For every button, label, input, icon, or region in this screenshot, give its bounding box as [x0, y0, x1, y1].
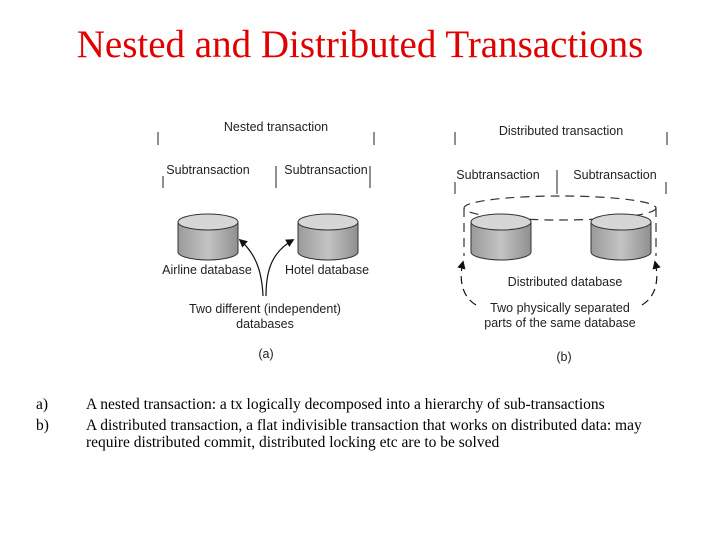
- nested-transaction-diagram: Nested transaction Subtransaction Subtra…: [157, 120, 375, 361]
- dashed-arrow-left: [457, 260, 477, 306]
- distributed-note-line2: parts of the same database: [484, 316, 636, 330]
- transactions-diagram: Nested transaction Subtransaction Subtra…: [157, 120, 668, 364]
- list-item: a) A nested transaction: a tx logically …: [36, 396, 686, 413]
- distributed-database-label: Distributed database: [508, 275, 623, 289]
- nested-transaction-heading: Nested transaction: [224, 120, 328, 134]
- explanation-list: a) A nested transaction: a tx logically …: [36, 396, 686, 451]
- distributed-subtransaction-right: Subtransaction: [573, 168, 656, 182]
- list-item: b) A distributed transaction, a flat ind…: [36, 417, 686, 451]
- airline-database-icon: [177, 213, 239, 261]
- distributed-subtransaction-left: Subtransaction: [456, 168, 539, 182]
- arrow-to-hotel-db: [265, 239, 295, 297]
- nested-caption: (a): [258, 347, 273, 361]
- slide-title: Nested and Distributed Transactions: [76, 23, 644, 66]
- database-part-left-icon: [470, 213, 532, 261]
- airline-database-label: Airline database: [162, 263, 252, 277]
- distributed-note-line1: Two physically separated: [490, 301, 630, 315]
- list-marker: b): [36, 417, 49, 434]
- hotel-database-label: Hotel database: [285, 263, 369, 277]
- list-item-text: A nested transaction: a tx logically dec…: [86, 396, 605, 413]
- dashed-arrow-right: [641, 260, 661, 306]
- distributed-database-outline: [463, 195, 657, 256]
- nested-subtransaction-left: Subtransaction: [166, 163, 249, 177]
- distributed-transaction-diagram: Distributed transaction Subtransaction S…: [454, 124, 668, 364]
- nested-note-line1: Two different (independent): [189, 302, 341, 316]
- database-part-right-icon: [590, 213, 652, 261]
- distributed-transaction-heading: Distributed transaction: [499, 124, 623, 138]
- nested-subtransaction-right: Subtransaction: [284, 163, 367, 177]
- list-item-text: A distributed transaction, a flat indivi…: [86, 417, 642, 451]
- distributed-caption: (b): [556, 350, 571, 364]
- nested-note-line2: databases: [236, 317, 294, 331]
- list-marker: a): [36, 396, 49, 413]
- hotel-database-icon: [297, 213, 359, 261]
- arrow-to-airline-db: [238, 238, 264, 297]
